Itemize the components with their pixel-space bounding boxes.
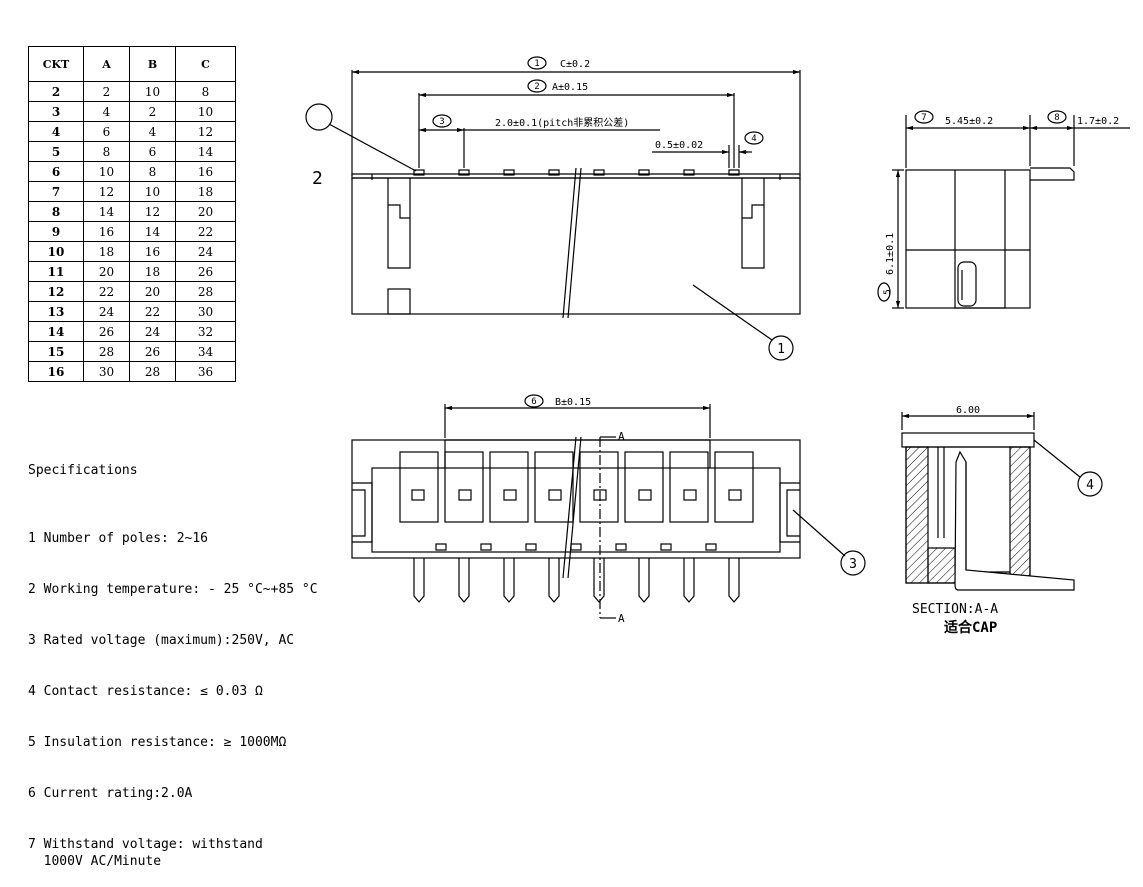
pin-tops [413,169,740,176]
top-view-text: 6 B±0.15 A A 3 [531,397,857,625]
callout-b-number: 6 [531,397,536,407]
spec-item: 7 Withstand voltage: withstand 1000V AC/… [28,837,263,869]
section-view [901,412,1103,591]
top-view [351,394,866,619]
table-cell: 20 [129,281,176,302]
dim-7-label: 5.45±0.2 [945,116,993,127]
table-cell: 36 [175,361,236,382]
technical-drawing: 1 C±0.2 2 A±0.15 3 2.0±0.1(pitch非累积公差) 4… [305,56,1130,636]
front-view-text: 1 C±0.2 2 A±0.15 3 2.0±0.1(pitch非累积公差) 4… [312,59,785,357]
dim-pin-label: 0.5±0.02 [655,140,703,151]
dim-5-label: 6.1±0.1 [885,233,896,275]
callout-3-number: 3 [849,557,857,572]
spec-item: 3 Rated voltage (maximum):250V, AC [28,633,295,648]
spec-item: 4 Contact resistance: ≤ 0.03 Ω [28,684,263,699]
table-cell: 14 [175,141,236,162]
specifications-title: Specifications [28,463,138,478]
table-cell: 26 [83,321,130,342]
spec-item: 2 Working temperature: - 25 °C~+85 °C [28,582,318,597]
column-header: A [83,46,130,82]
side-body [905,169,1031,309]
table-cell: 30 [175,301,236,322]
dim-pitch-label: 2.0±0.1(pitch非累积公差) [495,116,629,129]
dim-8-label: 1.7±0.2 [1077,116,1119,127]
table-cell: 22 [129,301,176,322]
callout-bubble [305,103,333,131]
callout-5-number: 5 [883,289,893,294]
callout-8-number: 8 [1054,113,1059,123]
section-marker-top: A [618,430,625,443]
callout-a-number: 2 [534,82,539,92]
section-title: SECTION:A-A [912,602,998,617]
spec-item: 1 Number of poles: 2~16 [28,531,209,546]
side-marker-2: 2 [312,168,323,189]
table-header-row: CKT A B C [28,46,236,82]
cap [901,432,1035,448]
table-cell: 11 [28,261,84,282]
callout-pin-number: 4 [751,134,756,144]
dim-width-label: 6.00 [956,405,980,416]
dim-a-label: A±0.15 [552,82,588,93]
callout-pitch-number: 3 [439,117,444,127]
latch-slot-left [387,178,411,269]
latch-slot-right [741,178,765,269]
side-view [877,110,1130,309]
dim-c-label: C±0.2 [560,59,590,70]
front-view [305,56,801,361]
locator-block [387,288,411,315]
table-cell: 30 [83,361,130,382]
table-cell: 16 [83,221,130,242]
side-view-text: 7 5.45±0.2 8 1.7±0.2 6.1±0.1 5 [883,113,1119,295]
callout-bubble-1 [768,335,794,361]
spec-item: 5 Insulation resistance: ≥ 1000MΩ [28,735,287,750]
housing-body [351,177,801,315]
callout-7-number: 7 [921,113,926,123]
section-marker-bottom: A [618,612,625,625]
table-cell: 22 [175,221,236,242]
spec-item: 6 Current rating:2.0A [28,786,193,801]
bottom-notches [435,543,717,551]
section-subtitle: 适合CAP [944,619,997,636]
top-housing [351,439,801,559]
pins-bottom [413,558,740,603]
table-cell: 28 [83,341,130,362]
callout-1-number: 1 [777,342,785,357]
callout-c-number: 1 [534,59,539,69]
column-header: CKT [28,46,84,82]
table-cell: 12 [129,201,176,222]
table-cell: 12 [83,181,130,202]
table-cell: 16 [28,361,84,382]
section-view-text: 6.00 4 SECTION:A-A 适合CAP [912,405,1094,636]
dim-b-label: B±0.15 [555,397,591,408]
callout-4-number: 4 [1086,478,1094,493]
